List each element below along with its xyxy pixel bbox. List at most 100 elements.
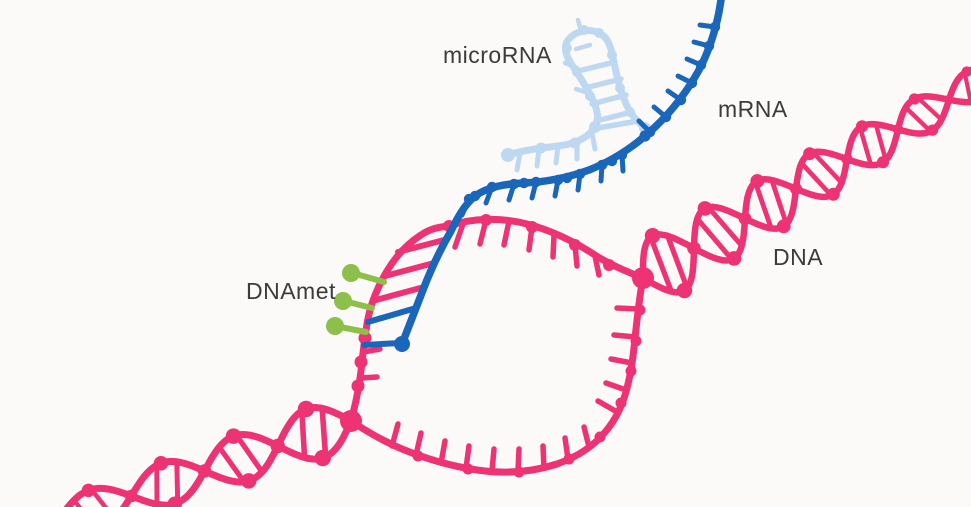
node-dot [153, 456, 169, 471]
node-dot [342, 264, 360, 282]
methyl-stems [337, 271, 387, 335]
methylation-marks [326, 264, 387, 335]
node-dot [660, 111, 672, 123]
node-dot [738, 212, 752, 225]
base-tick [382, 260, 437, 279]
base-tick [345, 299, 375, 311]
base-tick [752, 179, 774, 231]
node-dot [469, 190, 481, 202]
base-tick [361, 340, 403, 348]
bubble-top-strand [347, 215, 647, 425]
base-tick [550, 232, 557, 260]
base-tick [647, 234, 675, 295]
node-dot [552, 174, 564, 186]
node-dot [572, 67, 582, 77]
node-dot [326, 317, 344, 335]
node-dot [726, 251, 742, 266]
node-dot [412, 450, 424, 462]
methyl-heads [326, 264, 360, 335]
base-tick [799, 160, 834, 198]
node-dot [697, 201, 713, 216]
base-tick [319, 405, 329, 460]
base-tick [903, 105, 933, 134]
node-dot [695, 59, 707, 71]
node-dot [803, 147, 817, 161]
base-tick [665, 233, 690, 291]
base-tick [489, 446, 497, 474]
mrna-nodes [394, 21, 721, 352]
base-tick [694, 216, 735, 263]
base-tick [395, 237, 447, 255]
base-tick [540, 443, 547, 471]
label-microrna: microRNA [443, 42, 552, 68]
node-dot [563, 453, 575, 465]
base-tick [357, 374, 380, 381]
label-dnamet: DNAmet [246, 278, 336, 304]
mrna [394, 0, 725, 352]
node-dot [826, 187, 840, 201]
node-dot [607, 50, 617, 60]
node-dot [709, 21, 721, 33]
node-dot [908, 93, 921, 105]
node-dot [518, 177, 530, 189]
node-dot [615, 83, 625, 93]
base-tick [575, 59, 618, 74]
node-dot [675, 94, 687, 106]
node-dot [594, 431, 606, 443]
node-dot [625, 107, 635, 117]
base-tick [501, 218, 512, 248]
base-tick [365, 305, 419, 325]
node-dot [508, 178, 520, 190]
base-tick [592, 253, 602, 278]
dna-left-helix [63, 400, 355, 507]
base-tick [611, 332, 639, 340]
node-dot [944, 94, 954, 105]
node-dot [124, 489, 138, 503]
node-dot [687, 241, 701, 256]
hybrid-rungs-dna [373, 237, 447, 303]
node-dot [703, 40, 715, 52]
base-tick [962, 70, 971, 104]
node-dot [615, 397, 627, 409]
dna-right-helix [639, 66, 971, 299]
label-mrna: mRNA [718, 96, 788, 122]
node-dot [358, 331, 372, 345]
node-dot [526, 221, 538, 233]
base-tick [452, 221, 466, 250]
node-dot [561, 172, 573, 184]
node-dot [876, 156, 890, 169]
hybrid-rungs-mrna [361, 305, 419, 348]
base-tick [71, 498, 83, 507]
dna-strand-nodes [340, 214, 654, 478]
node-dot [926, 124, 939, 136]
node-dot [630, 335, 642, 347]
node-dot [225, 428, 242, 444]
node-dot [81, 483, 96, 498]
node-dot [530, 176, 542, 188]
node-dot [314, 449, 331, 467]
base-tick [589, 92, 629, 107]
node-dot [167, 496, 183, 507]
base-tick [553, 143, 561, 166]
node-dot [585, 91, 595, 101]
node-dot [241, 473, 257, 489]
node-dot [892, 124, 904, 135]
base-tick [581, 424, 592, 450]
node-dot [574, 168, 586, 180]
node-dot [535, 142, 547, 154]
node-dot [594, 28, 604, 38]
node-dot [501, 148, 515, 162]
base-tick [373, 284, 427, 303]
base-tick [873, 122, 888, 163]
node-dot [632, 267, 654, 289]
node-dot [639, 130, 651, 142]
label-dna: DNA [773, 244, 823, 270]
base-tick [514, 150, 523, 173]
node-dot [334, 292, 352, 310]
base-tick [595, 398, 620, 415]
node-dot [579, 25, 589, 35]
node-dot [686, 77, 698, 89]
node-dot [270, 438, 285, 454]
node-dot [961, 66, 971, 77]
node-dot [855, 120, 869, 133]
